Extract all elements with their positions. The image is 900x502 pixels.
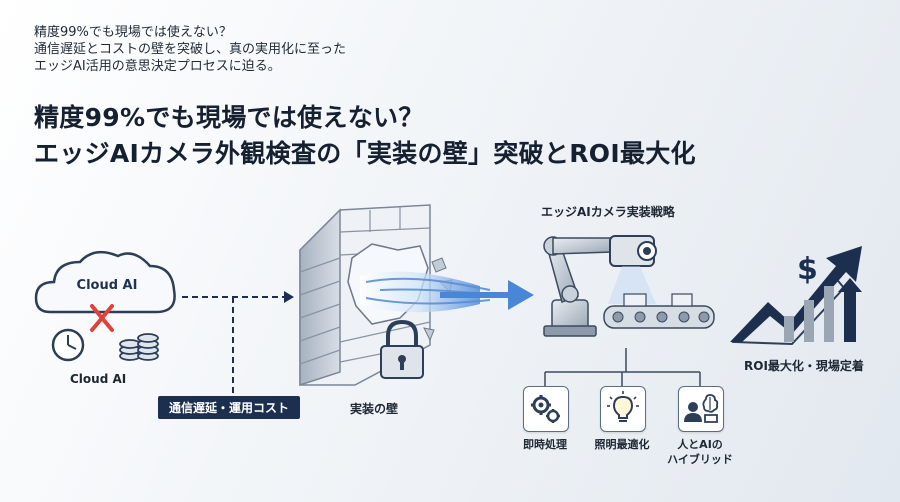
issue-badge: 通信遅延・運用コスト: [158, 396, 301, 419]
roi-label: ROI最大化・現場定着: [744, 359, 864, 373]
feature-label-lighting: 照明最適化: [594, 438, 650, 451]
intro-line-2: 通信遅延とコストの壁を突破し、真の実用化に至った: [34, 42, 347, 57]
cloud-label: Cloud AI: [76, 278, 138, 293]
wall-label: 実装の壁: [350, 402, 399, 416]
feature-instant-processing: [523, 386, 569, 432]
clock-icon: [51, 328, 85, 362]
human-ai-icon: [684, 394, 719, 423]
title-line-1: 精度99%でも現場では使えない？: [34, 103, 424, 132]
feature-label-human-ai-line-1: 人とAIの: [677, 438, 723, 451]
dashed-connector: [182, 291, 294, 395]
feature-lighting: [600, 386, 646, 432]
feature-label-human-ai: 人とAIの ハイブリッド: [664, 437, 736, 467]
robot-arm-icon: [543, 236, 613, 337]
intro-line-3: エッジAI活用の意思決定プロセスに迫る。: [34, 59, 281, 74]
strategy-title: エッジAIカメラ実装戦略: [541, 205, 675, 219]
title-line-2: エッジAIカメラ外観検査の「実装の壁」突破とROI最大化: [34, 139, 696, 168]
lightbulb-icon: [607, 391, 639, 422]
cloud-icon: [34, 250, 176, 314]
feature-label-human-ai-line-2: ハイブリッド: [667, 453, 733, 466]
intro-text: 精度99%でも現場では使えない？ 通信遅延とコストの壁を突破し、真の実用化に至っ…: [34, 24, 346, 75]
feature-human-ai: [678, 386, 724, 432]
roi-growth-icon: [730, 246, 862, 346]
conveyor-belt-icon: [603, 293, 715, 329]
feature-label-instant: 即時処理: [523, 438, 567, 451]
cloud-caption: Cloud AI: [70, 372, 127, 386]
breakthrough-arrow: [360, 271, 534, 313]
cross-icon: [90, 304, 114, 332]
padlock-icon: [380, 319, 424, 379]
intro-line-1: 精度99%でも現場では使えない？: [34, 25, 232, 40]
page-title: 精度99%でも現場では使えない？ エッジAIカメラ外観検査の「実装の壁」突破とR…: [34, 100, 696, 172]
gears-icon: [531, 395, 560, 423]
coins-icon: [119, 333, 159, 361]
feature-connector: [544, 348, 701, 386]
dollar-icon: $: [797, 252, 818, 287]
